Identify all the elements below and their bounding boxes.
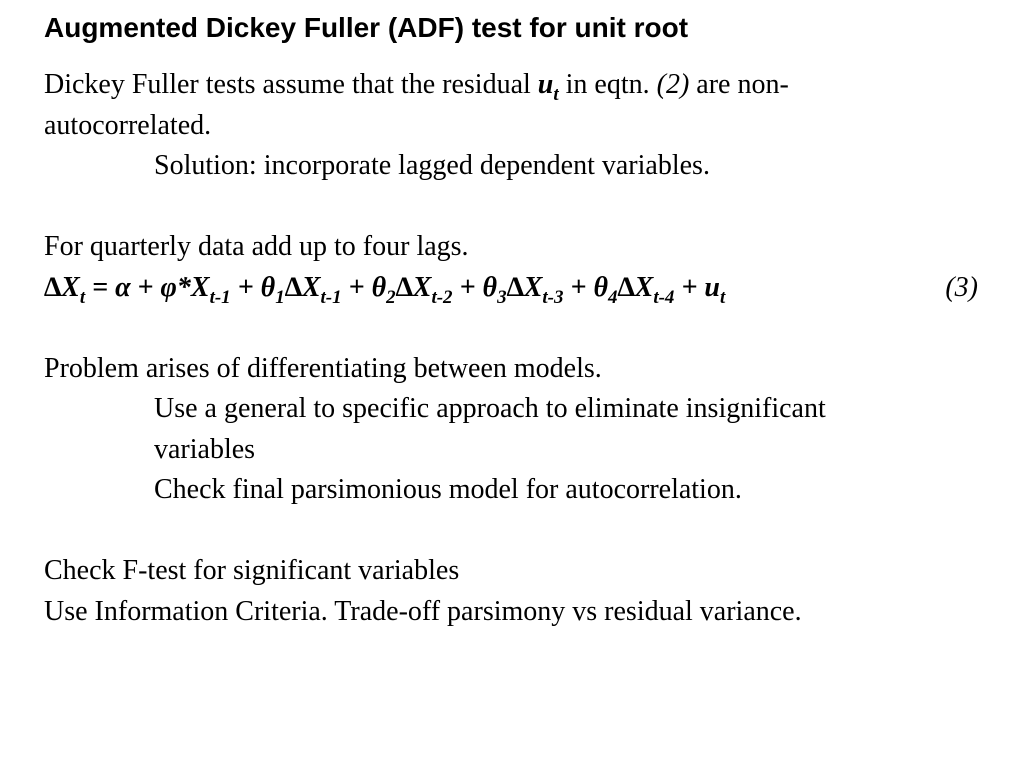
equation-number: (3) [945, 271, 978, 303]
spacer [44, 308, 994, 349]
intro-text-2: in eqtn. [558, 69, 657, 100]
intro-text-3: are non- [689, 69, 789, 100]
equation-reference: (2) [656, 69, 690, 100]
residual-symbol: ut [537, 69, 559, 105]
spacer [44, 511, 994, 552]
info-criteria-line: Use Information Criteria. Trade-off pars… [44, 595, 802, 627]
approach-line-2: variables [154, 433, 256, 465]
problem-line: Problem arises of differentiating betwee… [44, 352, 602, 384]
slide-body: Dickey Fuller tests assume that the resi… [44, 65, 994, 632]
intro-line-1: Dickey Fuller tests assume that the resi… [44, 65, 994, 106]
intro-text-1: Dickey Fuller tests assume that the resi… [44, 69, 538, 100]
adf-equation: ∆Xt = α + φ*Xt-1 + θ1∆Xt-1 + θ2∆Xt-2 + θ… [44, 268, 994, 309]
check-final-line: Check final parsimonious model for autoc… [154, 474, 742, 505]
slide-title: Augmented Dickey Fuller (ADF) test for u… [44, 12, 689, 43]
spacer [44, 187, 994, 228]
intro-line-2: autocorrelated. [44, 109, 212, 141]
approach-line-1: Use a general to specific approach to el… [154, 393, 826, 424]
quarterly-line: For quarterly data add up to four lags. [44, 231, 469, 262]
solution-line: Solution: incorporate lagged dependent v… [154, 150, 710, 181]
ftest-line: Check F-test for significant variables [44, 555, 460, 586]
